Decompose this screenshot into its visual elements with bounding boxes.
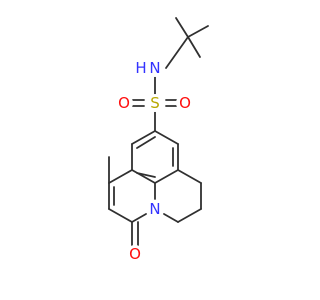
atom-o-left: O: [115, 94, 133, 112]
bond: [131, 130, 156, 145]
atom-label: N: [149, 59, 160, 77]
atom-o-right: O: [176, 94, 194, 112]
bond: [108, 169, 133, 184]
bond: [154, 130, 179, 145]
bond: [163, 213, 179, 223]
bond: [136, 136, 156, 149]
atom-label: O: [118, 94, 130, 112]
atom-label: N: [149, 200, 160, 218]
atom-label: S: [150, 94, 160, 112]
atom-s: S: [146, 94, 164, 112]
atom-n-ring: N: [146, 200, 164, 218]
atom-o-carbonyl: O: [126, 245, 144, 263]
bond: [187, 36, 201, 58]
bond: [131, 213, 147, 223]
bond: [177, 208, 202, 223]
atom-h-amide: H: [134, 59, 148, 77]
atom-label: H: [135, 59, 146, 77]
bond: [187, 25, 209, 38]
atom-label: O: [179, 94, 191, 112]
atom-labels: N H S O O N O: [115, 59, 194, 263]
molecule-structure: N H S O O N O: [108, 17, 209, 263]
bond: [154, 169, 179, 184]
bond: [165, 36, 189, 69]
bonds: [108, 17, 209, 248]
atom-n-amide: N: [146, 59, 164, 77]
atom-label: O: [129, 245, 141, 263]
bond: [175, 17, 189, 38]
bond: [177, 169, 202, 184]
bond: [108, 208, 133, 223]
bond: [131, 169, 156, 184]
bond: [136, 172, 156, 178]
